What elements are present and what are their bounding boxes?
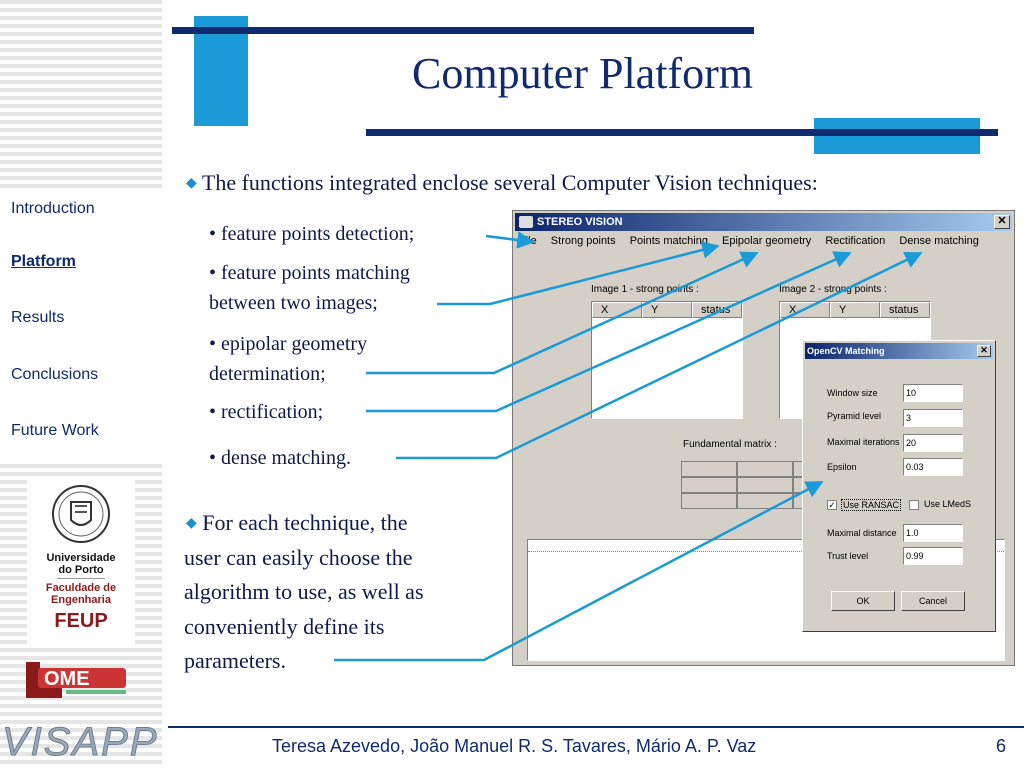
bullet-epipolar: • epipolar geometry: [209, 333, 368, 355]
sidebar-item-platform[interactable]: Platform: [11, 253, 76, 270]
menu-dense-matching[interactable]: Dense matching: [899, 235, 979, 247]
bullet-epipolar-cont: determination;: [209, 363, 326, 385]
bullet-feature-matching: • feature points matching: [209, 262, 410, 284]
second-bullet-line-4: conveniently define its: [184, 614, 385, 639]
app-icon: [519, 216, 533, 228]
title-bottom-rule: [366, 129, 998, 136]
menu-strong-points[interactable]: Strong points: [550, 235, 616, 247]
cancel-button[interactable]: Cancel: [901, 591, 965, 611]
university-seal-icon: [52, 485, 110, 543]
menubar: File Strong points Points matching Epipo…: [519, 235, 990, 253]
bullet-dense-matching: • dense matching.: [209, 447, 351, 469]
second-bullet-line-2: user can easily choose the: [184, 545, 413, 570]
close-icon[interactable]: ✕: [994, 215, 1010, 229]
bullet-text: rectification;: [221, 401, 324, 423]
footer-rule: [168, 726, 1024, 728]
pyramid-level-input[interactable]: 3: [903, 409, 963, 427]
image1-label: Image 1 - strong points :: [591, 284, 699, 295]
pyramid-level-label: Pyramid level: [827, 411, 882, 421]
sidebar-item-conclusions[interactable]: Conclusions: [11, 366, 99, 383]
column-header-x[interactable]: X: [780, 302, 830, 318]
logo-text-3: Faculdade de: [45, 582, 117, 594]
bullet-text: dense matching.: [221, 447, 351, 469]
intro-bullet: ◆ The functions integrated enclose sever…: [186, 170, 818, 195]
menu-file[interactable]: File: [519, 235, 537, 247]
trust-level-input[interactable]: 0.99: [903, 547, 963, 565]
logo-text-2: do Porto: [58, 564, 104, 576]
use-ransac-checkbox[interactable]: ✓: [827, 500, 837, 510]
bullet-text: feature points detection;: [221, 223, 415, 245]
bullet-feature-detection: • feature points detection;: [209, 223, 415, 245]
intro-text: The functions integrated enclose several…: [201, 170, 818, 195]
menu-epipolar-geometry[interactable]: Epipolar geometry: [722, 235, 812, 247]
title-top-rule: [172, 27, 754, 34]
image1-table[interactable]: X Y status: [591, 301, 743, 419]
bullet-text: For each technique, the: [202, 510, 408, 535]
window-size-input[interactable]: 10: [903, 384, 963, 402]
title-accent-block-right: [814, 118, 980, 154]
maximal-iterations-label: Maximal iterations: [827, 437, 900, 447]
dialog-close-icon[interactable]: ✕: [977, 345, 991, 357]
bullet-text: epipolar geometry: [221, 333, 368, 355]
ok-button[interactable]: OK: [831, 591, 895, 611]
logo-text-feup: FEUP: [54, 610, 108, 632]
second-bullet-line-3: algorithm to use, as well as: [184, 579, 424, 604]
footer-authors: Teresa Azevedo, João Manuel R. S. Tavare…: [272, 736, 757, 756]
window-titlebar: STEREO VISION: [515, 213, 1012, 231]
opencv-matching-dialog: OpenCV Matching ✕ Window size 10 Pyramid…: [802, 340, 996, 632]
image2-label: Image 2 - strong points :: [779, 284, 887, 295]
maximal-distance-input[interactable]: 1.0: [903, 524, 963, 542]
column-header-x[interactable]: X: [592, 302, 642, 318]
logo-text-1: Universidade: [46, 552, 116, 564]
window-title: STEREO VISION: [537, 216, 623, 228]
logo-text-4: Engenharia: [51, 594, 111, 606]
second-bullet-line-5: parameters.: [184, 648, 286, 673]
column-header-y[interactable]: Y: [830, 302, 880, 318]
bullet-text: feature points matching: [221, 262, 410, 284]
sidebar-nav-panel: [0, 190, 162, 460]
lome-logo: OME: [26, 662, 126, 698]
epsilon-label: Epsilon: [827, 462, 857, 472]
column-header-status[interactable]: status: [692, 302, 742, 318]
sidebar-item-introduction[interactable]: Introduction: [11, 200, 95, 217]
epsilon-input[interactable]: 0.03: [903, 458, 963, 476]
menu-rectification[interactable]: Rectification: [825, 235, 886, 247]
trust-level-label: Trust level: [827, 551, 869, 561]
use-lmeds-checkbox[interactable]: [909, 500, 919, 510]
use-ransac-label[interactable]: Use RANSAC: [841, 499, 902, 511]
svg-text:OME: OME: [44, 668, 90, 690]
page-number: 6: [996, 736, 1007, 756]
menu-points-matching[interactable]: Points matching: [629, 235, 708, 247]
column-header-y[interactable]: Y: [642, 302, 692, 318]
window-size-label: Window size: [827, 388, 878, 398]
column-header-status[interactable]: status: [880, 302, 930, 318]
sidebar-item-future-work[interactable]: Future Work: [11, 422, 99, 439]
maximal-iterations-input[interactable]: 20: [903, 434, 963, 452]
use-lmeds-label[interactable]: Use LMedS: [924, 499, 972, 509]
page-title: Computer Platform: [412, 49, 753, 98]
university-porto-logo: Universidade do Porto Faculdade de Engen…: [27, 478, 135, 648]
sidebar-item-results[interactable]: Results: [11, 309, 65, 326]
maximal-distance-label: Maximal distance: [827, 528, 897, 538]
visapp-logo: VISAPP: [2, 720, 159, 765]
bullet-rectification: • rectification;: [209, 401, 324, 423]
dialog-titlebar: OpenCV Matching: [805, 343, 993, 359]
title-accent-block: [194, 16, 248, 126]
second-bullet-line-1: ◆ For each technique, the: [186, 510, 408, 535]
bullet-feature-matching-cont: between two images;: [209, 292, 378, 314]
fundamental-matrix-label: Fundamental matrix :: [683, 439, 777, 450]
